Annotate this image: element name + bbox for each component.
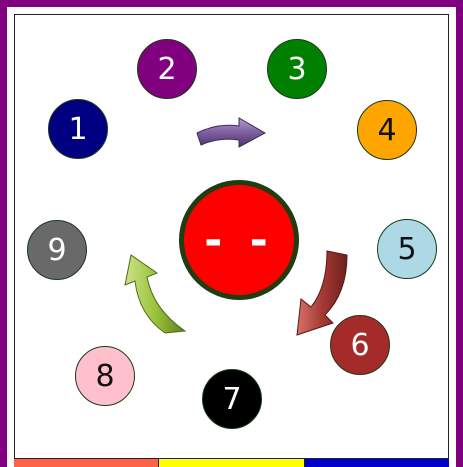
bottom-color-bar [14,458,449,467]
circle-9[interactable]: 9 [27,220,87,280]
circle-8[interactable]: 8 [75,346,135,406]
circle-6[interactable]: 6 [330,315,390,375]
green-curved-up-arrow-icon [124,254,187,334]
circle-5[interactable]: 5 [377,219,437,279]
circle-3[interactable]: 3 [267,39,327,99]
bottom-bar-segment [304,459,449,467]
center-circle[interactable]: - - [179,180,299,300]
purple-right-arrow-icon [196,117,267,148]
circle-4[interactable]: 4 [357,100,417,160]
circle-7[interactable]: 7 [202,369,262,429]
bottom-bar-segment [14,459,160,467]
bottom-bar-segment [159,459,305,467]
red-curved-down-arrow-icon [296,250,348,336]
circle-1[interactable]: 1 [48,99,108,159]
circle-2[interactable]: 2 [137,39,197,99]
